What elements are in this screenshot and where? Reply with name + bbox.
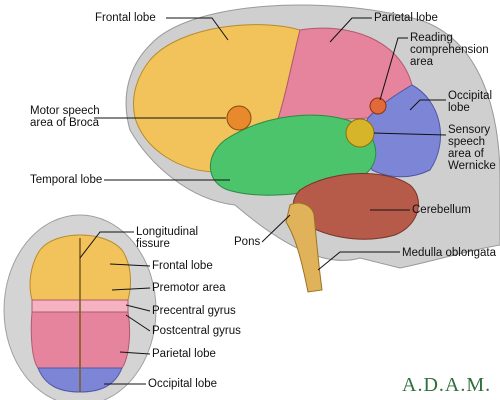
leader-reading — [379, 37, 408, 101]
leader-occipital — [409, 99, 446, 111]
label-premotor-area: Premotor area — [152, 282, 226, 294]
label-occipital-lobe: Occipital lobe — [448, 90, 493, 114]
label-pons: Pons — [234, 236, 261, 248]
label-longitudinal-fissure: Longitudinal fissure — [136, 226, 199, 250]
leader-premotor — [111, 287, 151, 291]
adam-logo: A.D.A.M. — [402, 374, 492, 396]
leader-wernicke — [373, 132, 447, 136]
leader-longitudinal — [79, 231, 134, 259]
label-top-occipital-lobe: Occipital lobe — [148, 378, 218, 390]
label-precentral-gyrus: Precentral gyrus — [152, 305, 236, 317]
label-wernicke: Sensory speech area of Wernicke — [448, 124, 496, 172]
label-top-frontal-lobe: Frontal lobe — [152, 260, 213, 272]
label-cerebellum: Cerebellum — [412, 204, 471, 216]
label-temporal-lobe: Temporal lobe — [30, 174, 103, 186]
label-broca: Motor speech area of Broca — [30, 105, 100, 129]
label-parietal-lobe: Parietal lobe — [374, 12, 438, 24]
reading-area-marker — [369, 97, 387, 115]
leader-medulla — [317, 251, 400, 271]
leader-parietal — [329, 17, 372, 43]
leader-postcentral — [125, 314, 151, 332]
label-reading-comprehension: Reading comprehension area — [410, 32, 489, 68]
brainstem — [285, 202, 323, 293]
label-frontal-lobe: Frontal lobe — [95, 12, 156, 24]
leader-precentral — [125, 304, 151, 312]
label-medulla-oblongata: Medulla oblongata — [402, 247, 496, 259]
label-postcentral-gyrus: Postcentral gyrus — [152, 325, 241, 337]
leader-top-parietal — [119, 351, 151, 355]
leader-pons — [261, 214, 291, 243]
label-top-parietal-lobe: Parietal lobe — [152, 348, 216, 360]
wernicke-area-marker — [345, 118, 375, 148]
leader-frontal — [166, 17, 229, 41]
leader-top-frontal — [109, 263, 151, 267]
broca-area-marker — [226, 105, 252, 131]
